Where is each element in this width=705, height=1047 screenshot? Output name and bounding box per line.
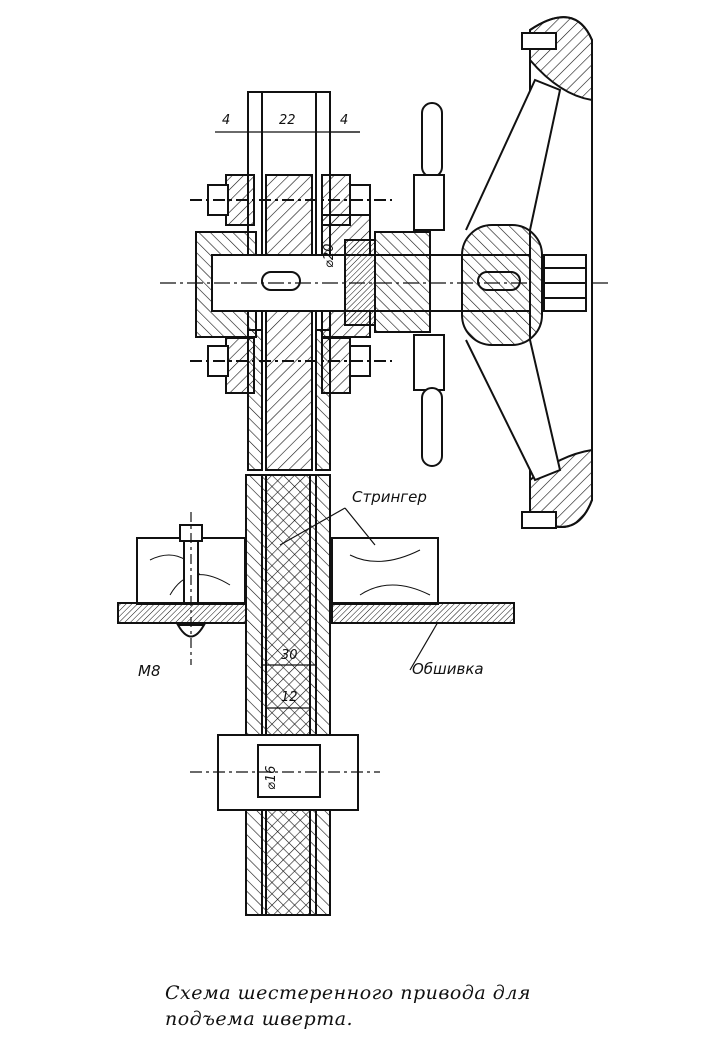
- handwheel: [461, 16, 593, 529]
- dim-30: 30: [281, 648, 298, 663]
- dim-shaft-diameter: ⌀20: [322, 243, 337, 268]
- label-m8-bolt: М8: [138, 662, 161, 680]
- m8-bolt: [176, 512, 206, 665]
- caption-line-1: Схема шестеренного привода для: [165, 982, 531, 1004]
- figure-caption: Схема шестеренного привода для подъема ш…: [165, 980, 635, 1032]
- housing-bolts: [190, 184, 392, 377]
- centerboard-lower: [245, 474, 331, 916]
- dim-pin-diameter: ⌀16: [264, 765, 279, 790]
- dimension-lines: [215, 131, 360, 709]
- small-handle: [413, 102, 445, 467]
- dim-22: 22: [279, 113, 296, 128]
- caption-line-2: подъема шверта.: [165, 1008, 354, 1030]
- dim-12: 12: [281, 690, 298, 705]
- leader-lines: [279, 507, 439, 671]
- pin-block: [190, 734, 380, 811]
- hull-skin: [117, 602, 515, 624]
- label-skin: Обшивка: [412, 660, 484, 678]
- dim-4-left: 4: [222, 113, 231, 128]
- shaft-bushing: [344, 231, 431, 333]
- label-stringer: Стрингер: [352, 488, 427, 506]
- dim-4-right: 4: [340, 113, 349, 128]
- mechanism-drawing: [117, 16, 610, 916]
